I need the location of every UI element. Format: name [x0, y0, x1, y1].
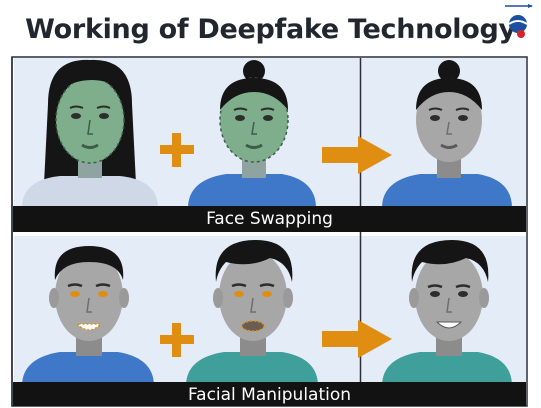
logo-icon	[505, 4, 533, 38]
face-target-man	[186, 240, 318, 386]
face-source-man	[22, 246, 154, 386]
page-title: Working of Deepfake Technology	[25, 14, 516, 45]
label-bar-facial-manipulation: Facial Manipulation	[13, 382, 526, 406]
plus-icon	[160, 133, 194, 167]
face-target-woman	[188, 60, 316, 208]
label-bar-face-swapping: Face Swapping	[13, 206, 526, 232]
face-source-woman	[22, 59, 158, 208]
face-result-man	[382, 240, 512, 386]
arrow-right-icon	[322, 320, 392, 358]
plus-icon	[160, 323, 194, 357]
arrow-right-icon	[322, 136, 392, 174]
face-result-woman	[382, 60, 512, 208]
